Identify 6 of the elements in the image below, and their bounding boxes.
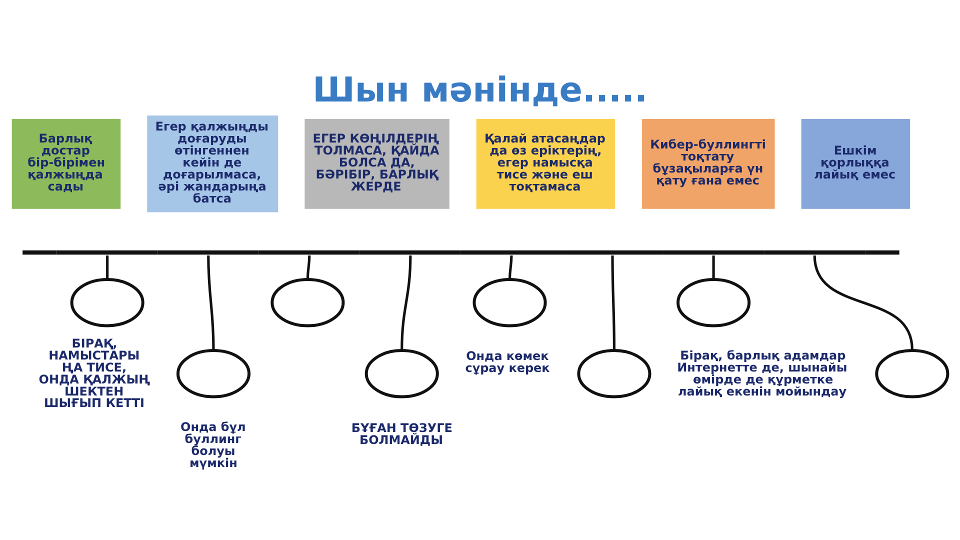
node-label: БІРАҚ, НАМЫСТАРЫ ҢА ТИСЕ, ОНДА ҚАЛЖЫҢ ШЕКТЕН ШЫҒЫП КЕТТІ [38,336,150,410]
node-label: Онда бұл буллинг болуы мүмкін [180,420,246,470]
node-label: Онда көмек сұрау керек [465,348,550,375]
node-label: Бірақ, барлық адамдар Интернетте де, шынайы өмірде де құрметке лайық екенін мойындау [677,348,848,398]
node-label: БҰҒАН ТӨЗУГЕ БОЛМАЙДЫ [351,420,452,447]
diagram-title: Шын мәнінде..... [312,70,648,110]
